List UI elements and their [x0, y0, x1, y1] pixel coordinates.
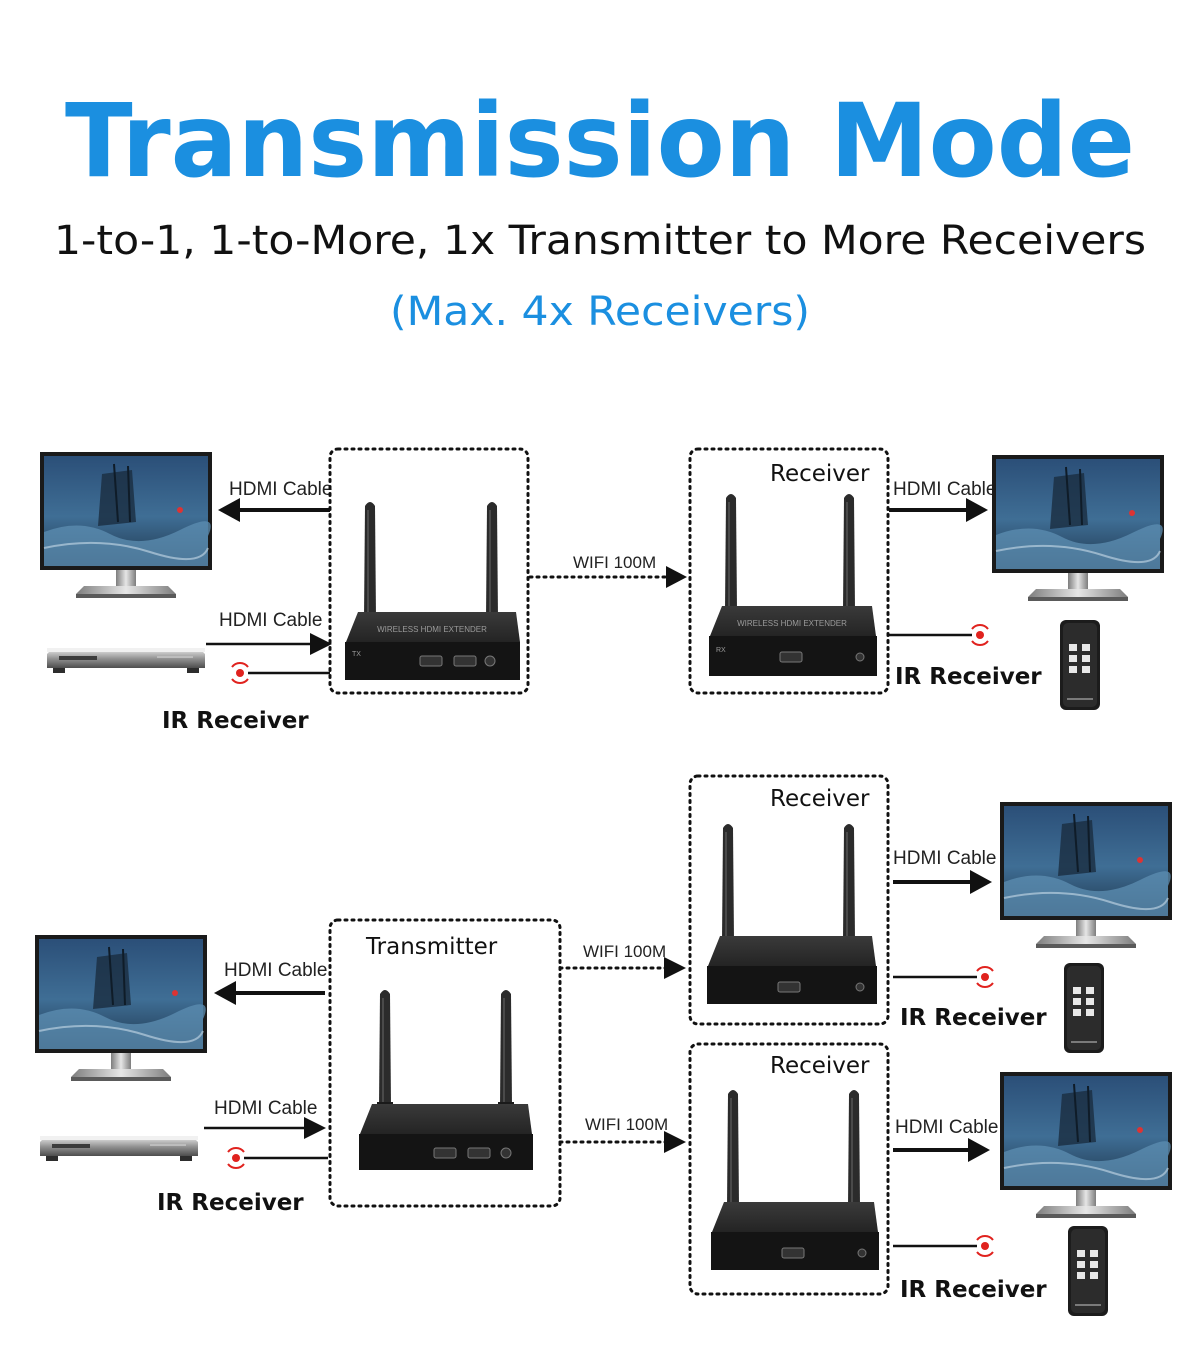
ir-receiver-label: IR Receiver — [895, 664, 1042, 690]
dvd-player-icon — [40, 1136, 198, 1161]
device-brand: WIRELESS HDMI EXTENDER — [737, 619, 847, 628]
arrow-icon — [970, 870, 992, 894]
ir-signal-icon — [231, 662, 249, 684]
monitor-icon — [991, 454, 1165, 602]
wireless-extender-icon — [711, 1089, 879, 1270]
monitor-icon — [999, 1071, 1173, 1219]
max-receivers-note: (Max. 4x Receivers) — [390, 289, 810, 335]
receiver-box — [688, 774, 890, 1026]
arrow-icon — [664, 1131, 686, 1153]
hdmi-cable-label: HDMI Cable — [893, 479, 996, 500]
arrow-icon — [214, 981, 236, 1005]
wifi-label: WIFI 100M — [585, 1115, 668, 1134]
ir-receiver-label: IR Receiver — [162, 708, 309, 734]
arrow-icon — [664, 957, 686, 979]
monitor-icon — [999, 801, 1173, 949]
receiver-box — [688, 1042, 890, 1296]
arrow-icon — [966, 498, 988, 522]
hdmi-cable-label: HDMI Cable — [895, 1117, 998, 1138]
device-tag: RX — [716, 647, 726, 654]
hdmi-cable-label: HDMI Cable — [893, 848, 996, 869]
hdmi-cable-label: HDMI Cable — [214, 1098, 317, 1119]
hdmi-cable-label: HDMI Cable — [229, 479, 332, 500]
diagram-one-to-one: HDMI Cable HDMI Cable IR Receiver WIRELE… — [39, 447, 1165, 734]
dvd-player-icon — [47, 648, 205, 673]
diagram-one-to-more: HDMI Cable HDMI Cable IR Receiver Transm… — [34, 774, 1173, 1316]
transmitter-box — [328, 447, 530, 695]
remote-control-icon — [1068, 1226, 1108, 1316]
wireless-extender-icon — [707, 823, 877, 1004]
device-tag: TX — [352, 651, 361, 658]
ir-receiver-label: IR Receiver — [157, 1190, 304, 1216]
arrow-icon — [310, 633, 332, 655]
ir-signal-icon — [976, 966, 994, 988]
page-title: Transmission Mode — [65, 82, 1135, 201]
hdmi-cable-label: HDMI Cable — [224, 960, 327, 981]
ir-receiver-label: IR Receiver — [900, 1005, 1047, 1031]
wifi-label: WIFI 100M — [583, 942, 666, 961]
wifi-label: WIFI 100M — [573, 553, 656, 572]
ir-receiver-label: IR Receiver — [900, 1277, 1047, 1303]
remote-control-icon — [1060, 620, 1100, 710]
hdmi-cable-label: HDMI Cable — [219, 610, 322, 631]
ir-signal-icon — [971, 624, 989, 646]
remote-control-icon — [1064, 963, 1104, 1053]
receiver-label: Receiver — [770, 786, 870, 812]
receiver-label: Receiver — [770, 1053, 870, 1079]
transmitter-box — [328, 918, 562, 1208]
arrow-icon — [218, 498, 240, 522]
arrow-icon — [304, 1117, 326, 1139]
wireless-extender-icon: WIRELESS HDMI EXTENDER TX — [345, 501, 520, 680]
arrow-icon — [968, 1138, 990, 1162]
device-brand: WIRELESS HDMI EXTENDER — [377, 625, 487, 634]
arrow-icon — [666, 566, 687, 588]
ir-signal-icon — [227, 1147, 245, 1169]
wireless-extender-icon: WIRELESS HDMI EXTENDER RX — [709, 493, 877, 676]
transmitter-label: Transmitter — [365, 934, 498, 960]
receiver-box — [688, 447, 890, 695]
receiver-label: Receiver — [770, 461, 870, 487]
wireless-extender-icon — [359, 989, 533, 1170]
monitor-icon — [34, 934, 208, 1082]
monitor-icon — [39, 451, 213, 599]
ir-signal-icon — [976, 1235, 994, 1257]
page-subtitle: 1-to-1, 1-to-More, 1x Transmitter to Mor… — [54, 218, 1146, 264]
